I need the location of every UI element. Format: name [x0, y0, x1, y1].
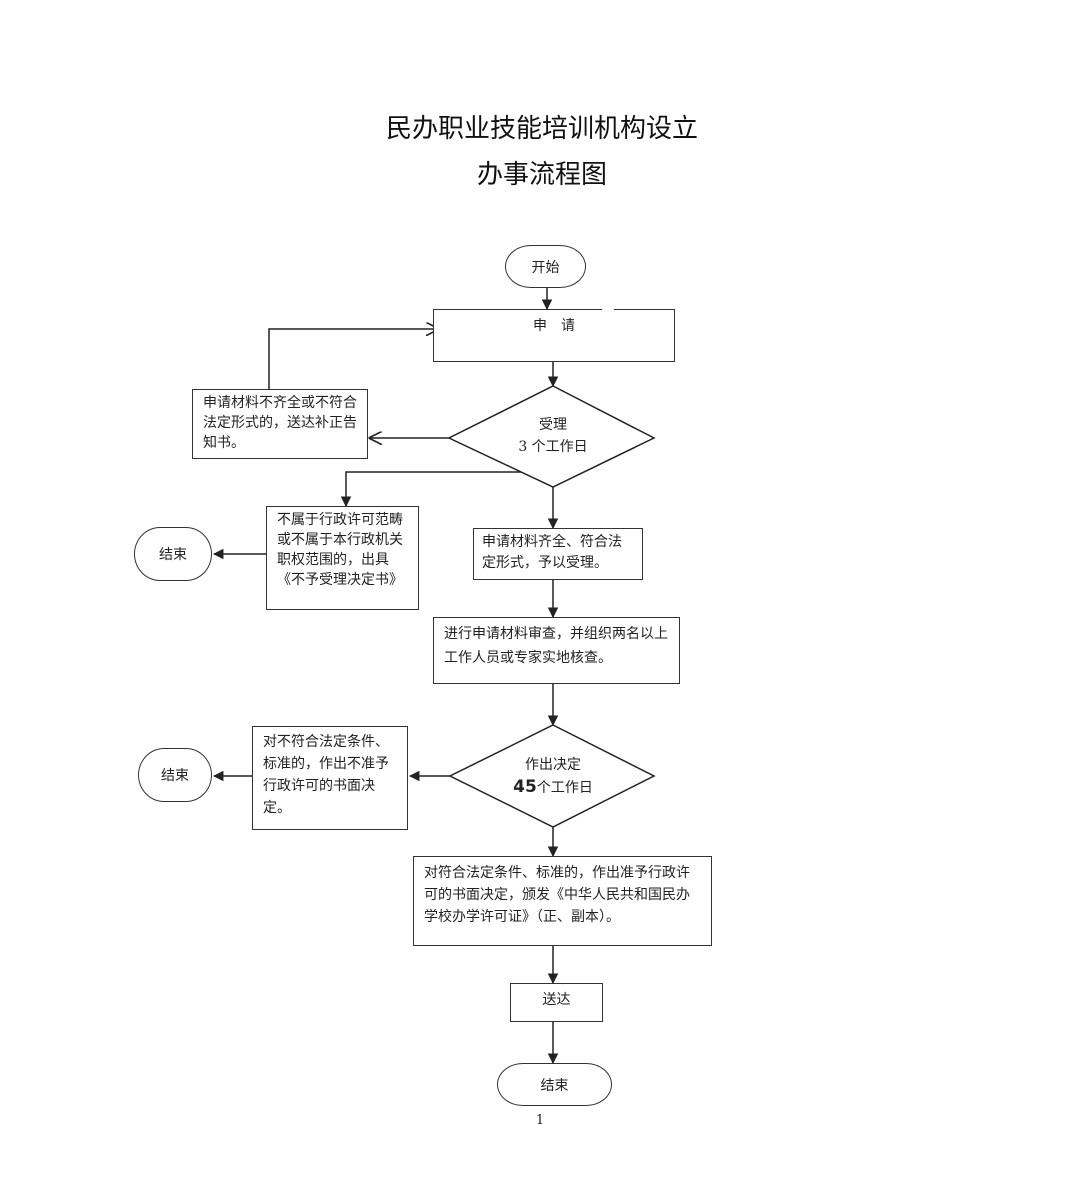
not-in-scope-box: 不属于行政许可范畴或不属于本行政机关职权范围的，出具《不予受理决定书》: [266, 506, 419, 610]
incomplete-materials-box: 申请材料不齐全或不符合法定形式的，送达补正告知书。: [192, 389, 368, 459]
apply-label: 申 请: [533, 318, 575, 334]
apply-box-gap: [602, 308, 614, 311]
page-number: 1: [535, 1113, 545, 1128]
end-label-1: 结束: [159, 547, 187, 563]
end-terminal-1: 结束: [134, 527, 212, 581]
apply-box: 申 请: [433, 309, 675, 362]
accept-decision-diamond: [447, 385, 656, 488]
end-terminal-2: 结束: [138, 748, 212, 802]
not-in-scope-text: 不属于行政许可范畴或不属于本行政机关职权范围的，出具《不予受理决定书》: [277, 512, 403, 588]
document-title: 民办职业技能培训机构设立: [385, 114, 698, 144]
accept-decision-label: 受理: [539, 417, 567, 433]
make-decision-unit: 个工作日: [536, 780, 593, 796]
accepted-text: 申请材料齐全、符合法定形式，予以受理。: [482, 534, 622, 571]
review-box: 进行申请材料审查，并组织两名以上工作人员或专家实地核查。: [433, 617, 680, 684]
end-label-3: 结束: [540, 1077, 569, 1094]
start-label: 开始: [531, 259, 560, 276]
make-decision-label: 作出决定: [525, 757, 581, 773]
end-terminal-3: 结束: [497, 1063, 612, 1106]
end-label-2: 结束: [161, 768, 189, 784]
reject-decision-text: 对不符合法定条件、标准的，作出不准予行政许可的书面决定。: [263, 734, 389, 816]
accept-decision-text: 受理 3 个工作日: [480, 414, 626, 458]
approve-decision-text: 对符合法定条件、标准的，作出准予行政许可的书面决定，颁发《中华人民共和国民办学校…: [424, 865, 690, 925]
approve-decision-box: 对符合法定条件、标准的，作出准予行政许可的书面决定，颁发《中华人民共和国民办学校…: [413, 856, 712, 946]
deliver-box: 送达: [510, 983, 603, 1022]
incomplete-materials-text: 申请材料不齐全或不符合法定形式的，送达补正告知书。: [203, 395, 357, 451]
make-decision-text: 作出决定 45个工作日: [480, 754, 626, 799]
review-text: 进行申请材料审查，并组织两名以上工作人员或专家实地核查。: [444, 626, 668, 666]
arrow-incomplete-to-apply: [268, 329, 438, 389]
accepted-box: 申请材料齐全、符合法定形式，予以受理。: [473, 528, 643, 580]
make-decision-diamond: [448, 724, 656, 828]
document-subtitle: 办事流程图: [476, 160, 607, 190]
deliver-label: 送达: [542, 992, 571, 1008]
reject-decision-box: 对不符合法定条件、标准的，作出不准予行政许可的书面决定。: [252, 726, 408, 830]
make-decision-days: 45: [513, 777, 537, 797]
accept-decision-duration: 3 个工作日: [518, 439, 588, 455]
arrow-accept-to-not-in-scope: [340, 471, 521, 508]
start-terminal: 开始: [505, 245, 586, 288]
